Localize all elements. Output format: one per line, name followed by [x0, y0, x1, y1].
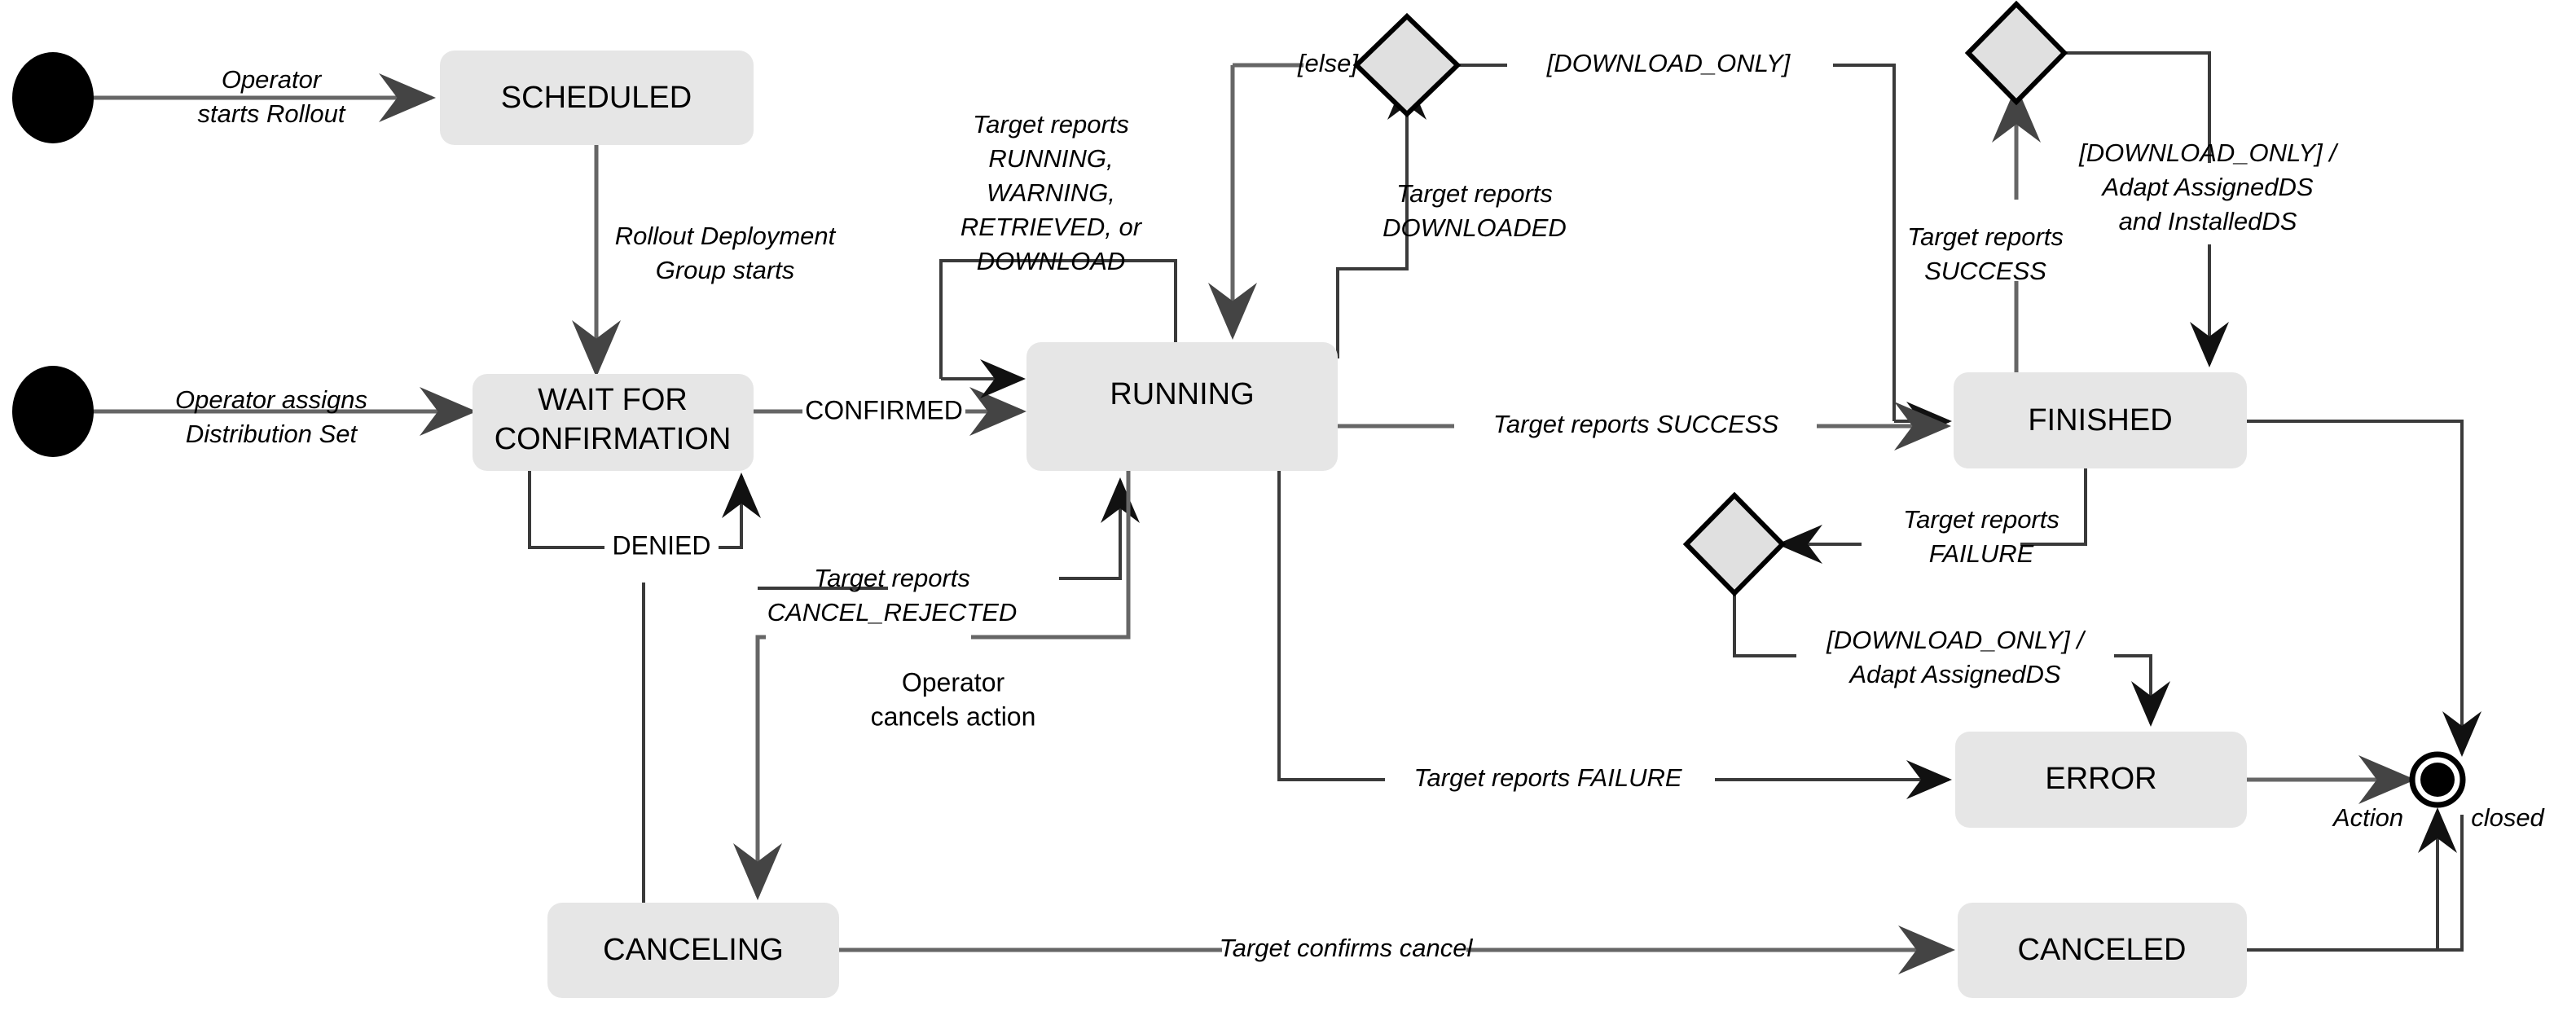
edge-downloaded [1336, 74, 1426, 358]
label-confirmed: CONFIRMED [805, 395, 963, 424]
label-target-reports-failure: Target reports FAILURE [1413, 763, 1681, 792]
state-canceling[interactable]: CANCELING [547, 903, 839, 998]
state-running-box [1026, 342, 1338, 471]
state-scheduled[interactable]: SCHEDULED [440, 51, 754, 145]
state-error-label: ERROR [2045, 762, 2156, 796]
initial-node-rollout [12, 52, 94, 143]
label-operator-assigns-line2: Distribution Set [186, 420, 358, 448]
decision-node-download-error[interactable] [1682, 491, 1787, 597]
label-target-confirms-cancel: Target confirms cancel [1220, 934, 1474, 962]
edge-operator-cancels-v [733, 635, 782, 900]
label-running-self-line3: WARNING, [987, 178, 1115, 207]
state-canceled-box [1958, 903, 2247, 998]
decision-node-download-finished[interactable] [1964, 0, 2068, 106]
label-adapt-both-line2: Adapt AssignedDS [2100, 173, 2313, 201]
edge-finished-to-final [2247, 420, 2481, 757]
initial-node-assign [12, 366, 94, 457]
state-canceled-label: CANCELED [2018, 933, 2187, 967]
state-scheduled-label: SCHEDULED [501, 81, 692, 115]
label-running-self-line4: RETRIEVED, or [961, 213, 1143, 241]
label-operator-assigns-line1: Operator assigns [175, 385, 367, 414]
label-adapt-both-line1: [DOWNLOAD_ONLY] / [2078, 138, 2339, 167]
edge-dlonly-to-finished-v [1833, 64, 1896, 421]
label-else: [else] [1297, 49, 1359, 77]
edge-canceled-rail [2247, 815, 2464, 952]
label-finished-failure-line2: FAILURE [1929, 539, 2034, 568]
label-cancel-rejected-line1: Target reports [814, 564, 970, 592]
label-cancel-rejected-line2: CANCEL_REJECTED [767, 598, 1018, 627]
label-running-self-line2: RUNNING, [988, 144, 1113, 173]
label-action-word: Action [2332, 803, 2403, 832]
label-closed-word: closed [2471, 803, 2545, 832]
final-node-inner-disc [2420, 763, 2455, 797]
state-wait-for-confirmation-label-line2: CONFIRMATION [495, 422, 732, 456]
label-running-self-line5: DOWNLOAD [977, 247, 1126, 275]
state-scheduled-box [440, 51, 754, 145]
edge-operator-cancels-h [971, 471, 1131, 640]
label-target-reports-success: Target reports SUCCESS [1493, 410, 1779, 438]
state-error-box [1955, 732, 2247, 828]
edge-adapt-assigned-down [2114, 654, 2170, 727]
label-adapt-both-line3: and InstalledDS [2119, 207, 2297, 235]
state-finished-label: FINISHED [2028, 403, 2172, 437]
label-downloaded-line2: DOWNLOADED [1383, 213, 1567, 242]
edge-cancel-rejected [1059, 477, 1140, 580]
label-downloaded-line1: Target reports [1396, 179, 1553, 208]
label-finished-failure-line1: Target reports [1903, 505, 2059, 534]
final-node-closed [2409, 751, 2466, 808]
state-finished[interactable]: FINISHED [1954, 372, 2247, 468]
label-operator-starts-rollout-line1: Operator [222, 65, 323, 94]
edge-adapt-assigned-a [1733, 580, 1796, 657]
label-denied: DENIED [613, 530, 711, 560]
state-canceled[interactable]: CANCELED [1958, 903, 2247, 998]
label-operator-cancels-line1: Operator [902, 667, 1005, 697]
label-operator-starts-rollout-line2: starts Rollout [198, 99, 346, 128]
label-rollout-group-line1: Rollout Deployment [615, 222, 837, 250]
state-error[interactable]: ERROR [1955, 732, 2247, 828]
label-running-self-line1: Target reports [973, 110, 1129, 138]
state-running-label: RUNNING [1110, 377, 1254, 411]
state-finished-box [1954, 372, 2247, 468]
label-adapt-assigned-line2: Adapt AssignedDS [1848, 660, 2060, 688]
state-canceling-box [547, 903, 839, 998]
state-wait-for-confirmation[interactable]: WAIT FOR CONFIRMATION [473, 374, 754, 471]
state-canceling-label: CANCELING [603, 933, 784, 967]
edge-finished-failure-h [2020, 468, 2087, 546]
edge-running-self-path [939, 259, 1177, 379]
state-running[interactable]: RUNNING [1026, 342, 1338, 471]
edge-denied-in [719, 473, 761, 549]
edge-failure-path [1277, 471, 1385, 781]
decision-node-download-running[interactable] [1352, 12, 1462, 118]
label-finished-success-line1: Target reports [1907, 222, 2064, 251]
label-download-only: [DOWNLOAD_ONLY] [1546, 49, 1791, 77]
final-node-outer-ring [2409, 751, 2466, 808]
edge-adapt-both-a [2061, 51, 2211, 163]
state-wait-for-confirmation-label-line1: WAIT FOR [538, 383, 688, 417]
state-wait-for-confirmation-box [473, 374, 754, 471]
label-finished-success-line2: SUCCESS [1924, 257, 2046, 285]
label-operator-cancels-line2: cancels action [871, 701, 1036, 731]
edge-denied-out [528, 471, 604, 549]
label-rollout-group-line2: Group starts [656, 256, 795, 284]
label-adapt-assigned-line1: [DOWNLOAD_ONLY] / [1826, 626, 2086, 654]
